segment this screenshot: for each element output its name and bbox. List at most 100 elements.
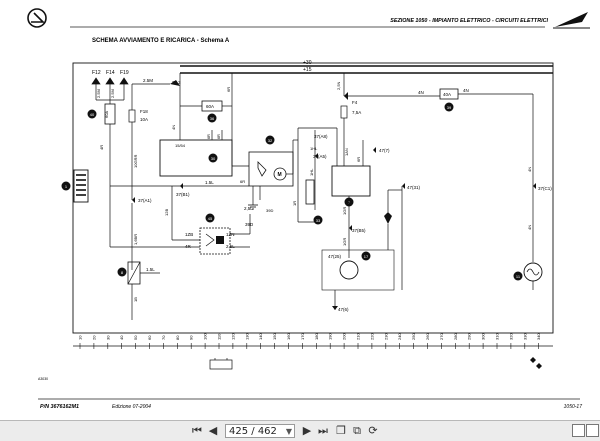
marker-17-label: 17 [364, 254, 369, 259]
connector-31: 47(31) [407, 185, 421, 190]
wire-label: 2,5L [244, 206, 253, 211]
small-code: A3030 [38, 377, 48, 381]
wire-label: 1.5L [205, 180, 214, 185]
prev-page-icon[interactable]: ◀ [208, 424, 218, 437]
marker-39 [444, 102, 454, 112]
wire-label: 4N [463, 88, 469, 93]
fuse-f4-value: 7,5A [352, 110, 361, 115]
relay-39-value: 40A [443, 92, 451, 97]
scale-label: 200 [342, 333, 347, 340]
marker-30 [208, 153, 218, 163]
marker-33 [313, 215, 323, 225]
component-30-terminal: 15/54 [175, 143, 186, 148]
scale-label: 210 [356, 333, 361, 340]
wire-label: 2.5M [96, 89, 101, 98]
marker-11-label: 11 [516, 274, 521, 279]
corner-icon[interactable] [572, 424, 585, 437]
fit-page-icon[interactable]: ❐ [336, 424, 346, 437]
ground-symbol [209, 359, 233, 370]
wire-label: 1R [292, 201, 297, 206]
solenoid-icon [257, 161, 267, 177]
wire-label: 2.5M [143, 78, 153, 83]
page-number-input[interactable]: 425 / 462 ▼ [225, 424, 295, 438]
marker-33-label: 33 [316, 218, 321, 223]
marker-8 [117, 267, 127, 277]
chevron-down-icon[interactable]: ▼ [285, 427, 292, 436]
marker-30-label: 30 [211, 156, 216, 161]
scale-label: 20 [91, 335, 96, 340]
connector-7: 47(7) [379, 148, 390, 153]
brand-logo [27, 8, 47, 28]
fuse-f12-label: F12 [92, 70, 101, 76]
marker-36 [207, 113, 217, 123]
scale-label: 290 [467, 333, 472, 340]
scale-label: 30 [105, 335, 110, 340]
connector-a1: 37(A1) [138, 198, 152, 203]
wire-label: 1ZB [185, 232, 193, 237]
scale-label: 160 [286, 333, 291, 340]
wire-label: 6R [217, 134, 221, 139]
next-page-icon[interactable]: ▶ [302, 424, 312, 437]
wire-label: 2.5M [110, 89, 115, 98]
scale-label: 70 [161, 335, 166, 340]
wire-label: 1GR [342, 207, 347, 215]
scale-label: 280 [453, 333, 458, 340]
scale-label: 170 [300, 333, 305, 340]
connector-c1: 37(C1) [538, 186, 552, 191]
marker-40-label: 40 [90, 112, 95, 117]
connector-b5: 37(B5) [352, 228, 366, 233]
scale-label: 270 [439, 333, 444, 340]
scale-label: 310 [495, 333, 500, 340]
last-page-icon[interactable]: ⏭ [318, 424, 328, 437]
wire-label: 6R [240, 179, 245, 184]
wire-label: 1.5L [146, 267, 155, 272]
scale-label: 330 [522, 333, 527, 340]
scale-label: 180 [314, 333, 319, 340]
wire-label: 1HL [310, 146, 318, 151]
wire-label: 1,6BR [133, 234, 138, 245]
first-page-icon[interactable]: ⏮ [192, 424, 202, 437]
scale-label: 260 [425, 333, 430, 340]
wire-label: 6R [207, 134, 211, 139]
battery-icon [73, 169, 89, 203]
corner-icon[interactable] [586, 424, 599, 437]
sa3-node [170, 80, 180, 86]
scale-label: 120 [230, 333, 235, 340]
wire-label: 10GRR [133, 155, 138, 168]
fuse-f19-label: F19 [120, 70, 129, 76]
wire-label: 39D [266, 208, 273, 213]
terminal-symbols [530, 357, 542, 369]
wire-label: 2,5L [226, 244, 235, 249]
relay-40-value: 60A [104, 111, 109, 118]
fit-width-icon[interactable]: ⧉ [353, 424, 361, 437]
fuse-group-left [91, 77, 170, 110]
marker-7-label: 7 [348, 200, 351, 205]
marker-40 [87, 109, 97, 119]
marker-39-label: 39 [447, 105, 452, 110]
part-number: P/N 3676162M1 [40, 404, 79, 410]
wire-label: 6R [356, 157, 361, 162]
marker-17 [361, 251, 371, 261]
wing-logo [553, 12, 590, 29]
schema-title: SCHEMA AVVIAMENTO E RICARICA - Schema A [92, 38, 230, 44]
wire-label: 4N [527, 167, 532, 172]
fuse-f4 [340, 105, 348, 119]
wire-label: 2,5N [336, 81, 341, 90]
viewer-toolbar: ⏮ ◀ 425 / 462 ▼ ▶ ⏭ ❐ ⧉ ⟳ [0, 420, 600, 441]
wire-label: 4R [185, 244, 192, 249]
alternator-frame [321, 249, 395, 291]
wire-label: 1GR [342, 238, 347, 246]
wire-label: 1ZN [226, 232, 235, 237]
document-page: SEZIONE 1050 - IMPIANTO ELETTRICO - CIRC… [27, 8, 590, 410]
bus-plus15-label: +15 [303, 67, 312, 73]
scale-label: 80 [175, 335, 180, 340]
wire-label: 1B [133, 297, 138, 302]
fuse-f4-label: F4 [352, 100, 358, 105]
rotate-icon[interactable]: ⟳ [368, 424, 378, 437]
diagram-frame [72, 62, 554, 334]
marker-11 [513, 271, 523, 281]
scale-label: 130 [244, 333, 249, 340]
scale-label: 240 [397, 333, 402, 340]
